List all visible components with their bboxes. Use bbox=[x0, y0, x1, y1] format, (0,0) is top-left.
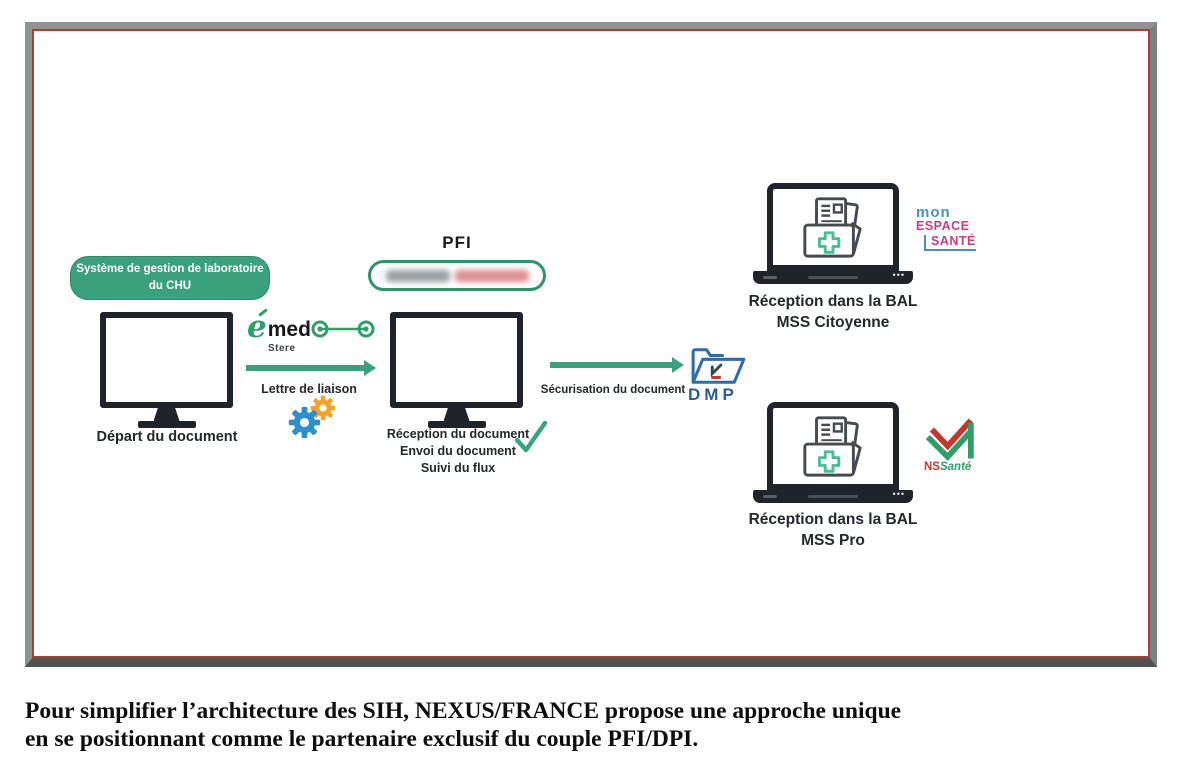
bal-citoyenne-line2: MSS Citoyenne bbox=[776, 313, 890, 331]
monitor-screen bbox=[390, 312, 523, 408]
mon-espace-sante-logo: mon ESPACE SANTÉ bbox=[916, 205, 976, 251]
bal-pro-label: Réception dans la BAL MSS Pro bbox=[740, 510, 926, 552]
arrow-securisation bbox=[550, 357, 684, 373]
laptop-icon-pro: ••• bbox=[753, 402, 913, 503]
monitor-base bbox=[137, 421, 196, 428]
ns-sante-logo-icon bbox=[925, 418, 974, 461]
mes-logo-sante: SANTÉ bbox=[924, 234, 976, 251]
laptop-screen bbox=[767, 183, 899, 271]
document-folder-icon bbox=[803, 197, 862, 258]
source-system-box: Système de gestion de laboratoire du CHU bbox=[70, 256, 270, 300]
source-system-line1: Système de gestion de laboratoire bbox=[76, 262, 264, 275]
emed-logo-e: e bbox=[247, 309, 267, 345]
arrow-lettre-liaison bbox=[246, 360, 376, 376]
gear-blue-icon bbox=[288, 406, 321, 439]
ns-sante-ns: NS bbox=[924, 461, 940, 473]
laptop-dots: ••• bbox=[892, 270, 905, 280]
monitor-base bbox=[427, 421, 486, 428]
lettre-liaison-label: Lettre de liaison bbox=[261, 382, 357, 396]
mes-logo-mon: mon bbox=[916, 204, 951, 221]
bal-pro-line1: Réception dans la BAL bbox=[748, 511, 918, 528]
dmp-folder-icon bbox=[691, 348, 746, 384]
monitor-screen bbox=[100, 312, 233, 408]
monitor-stand bbox=[443, 407, 470, 421]
ns-sante-logo-text: NSSanté bbox=[924, 461, 971, 473]
document-folder-icon bbox=[803, 416, 862, 477]
monitor-icon bbox=[100, 312, 233, 428]
caption: Pour simplifier l’architecture des SIH, … bbox=[25, 698, 1165, 753]
pfi-title: PFI bbox=[442, 233, 472, 252]
bal-citoyenne-label: Réception dans la BAL MSS Citoyenne bbox=[740, 292, 926, 334]
source-system-line2: du CHU bbox=[148, 280, 192, 292]
monitor-stand bbox=[153, 407, 180, 421]
laptop-base: ••• bbox=[753, 489, 913, 503]
depart-document-label: Départ du document bbox=[96, 429, 238, 445]
dmp-label: DMP bbox=[688, 385, 738, 404]
emed-logo-med: med bbox=[267, 317, 311, 341]
reception-line3: Suivi du flux bbox=[420, 460, 496, 475]
laptop-screen bbox=[767, 402, 899, 490]
laptop-icon-citoyenne: ••• bbox=[753, 183, 913, 284]
securisation-label: Sécurisation du document bbox=[540, 384, 686, 396]
reception-line1: Réception du document bbox=[386, 427, 530, 441]
caption-line1: Pour simplifier l’architecture des SIH, … bbox=[25, 698, 902, 724]
pfi-pill bbox=[368, 260, 546, 291]
bal-citoyenne-line1: Réception dans la BAL bbox=[748, 293, 918, 310]
caption-line2: en se positionnant comme le partenaire e… bbox=[25, 725, 699, 752]
gear-orange-icon bbox=[310, 395, 336, 421]
laptop-base: ••• bbox=[753, 270, 913, 284]
laptop-dots: ••• bbox=[892, 489, 905, 499]
mes-logo-espace: ESPACE bbox=[916, 219, 970, 233]
ns-sante-sante: Santé bbox=[939, 461, 972, 473]
emed-subtitle: Stere bbox=[268, 343, 296, 354]
emed-logo: e med bbox=[247, 309, 311, 345]
reception-node-labels: Réception du document Envoi du document … bbox=[372, 426, 544, 477]
bal-pro-line2: MSS Pro bbox=[801, 531, 865, 549]
monitor-icon bbox=[390, 312, 523, 428]
link-icon bbox=[311, 320, 375, 338]
reception-line2: Envoi du document bbox=[400, 443, 516, 458]
pfi-redacted-gray bbox=[385, 269, 450, 282]
pfi-redacted-red bbox=[454, 269, 529, 282]
checkmark-icon bbox=[514, 420, 548, 453]
